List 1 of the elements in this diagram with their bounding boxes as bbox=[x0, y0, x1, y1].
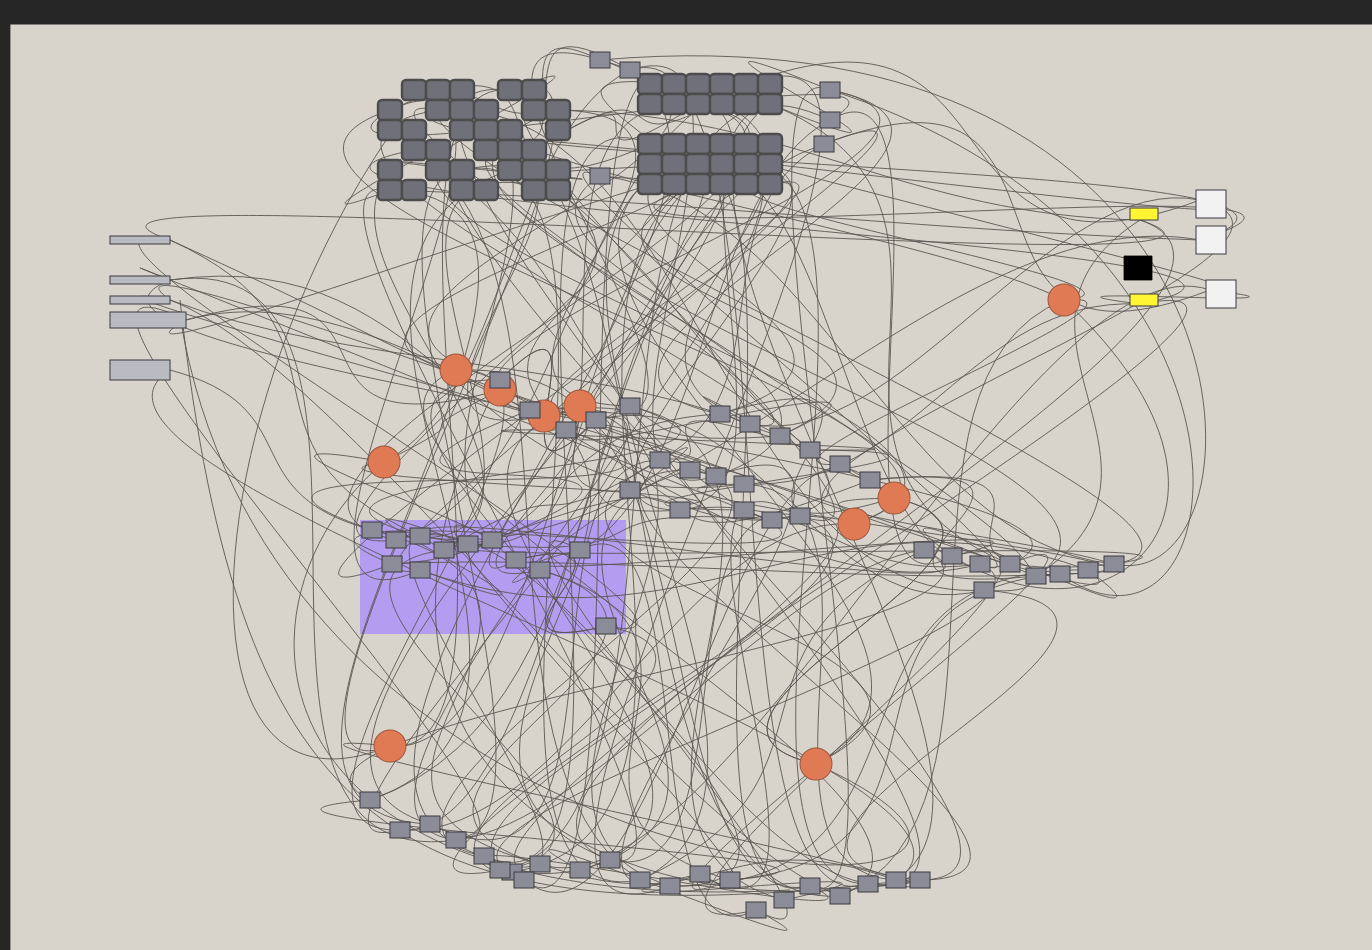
node-graph-drawing bbox=[10, 24, 1372, 950]
